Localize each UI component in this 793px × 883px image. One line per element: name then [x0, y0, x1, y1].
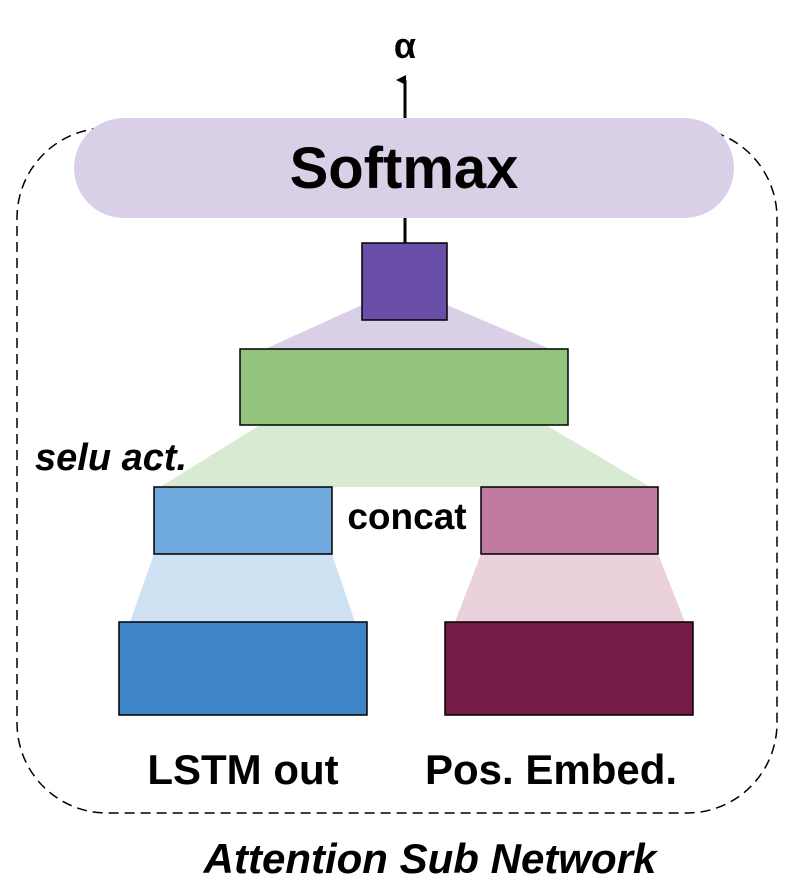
left-input-fan: [130, 554, 355, 622]
right-projection-layer: [480, 486, 659, 555]
lstm-input-block: [118, 621, 368, 716]
left-projection-layer: [153, 486, 333, 555]
output-alpha-label: α: [394, 25, 416, 66]
softmax-block: [74, 118, 734, 218]
concat-label: concat: [347, 496, 466, 537]
output-layer: [361, 242, 448, 321]
container-caption: Attention Sub Network: [203, 835, 659, 882]
pos-embed-label: Pos. Embed.: [425, 746, 677, 793]
lstm-out-label: LSTM out: [147, 746, 338, 793]
right-input-fan: [455, 554, 685, 622]
softmax-label: Softmax: [290, 136, 519, 201]
hidden-fan: [160, 425, 650, 487]
output-fan: [265, 305, 550, 349]
pos-embed-input-block: [444, 621, 694, 716]
hidden-layer: [239, 348, 569, 426]
activation-label: selu act.: [35, 437, 187, 479]
